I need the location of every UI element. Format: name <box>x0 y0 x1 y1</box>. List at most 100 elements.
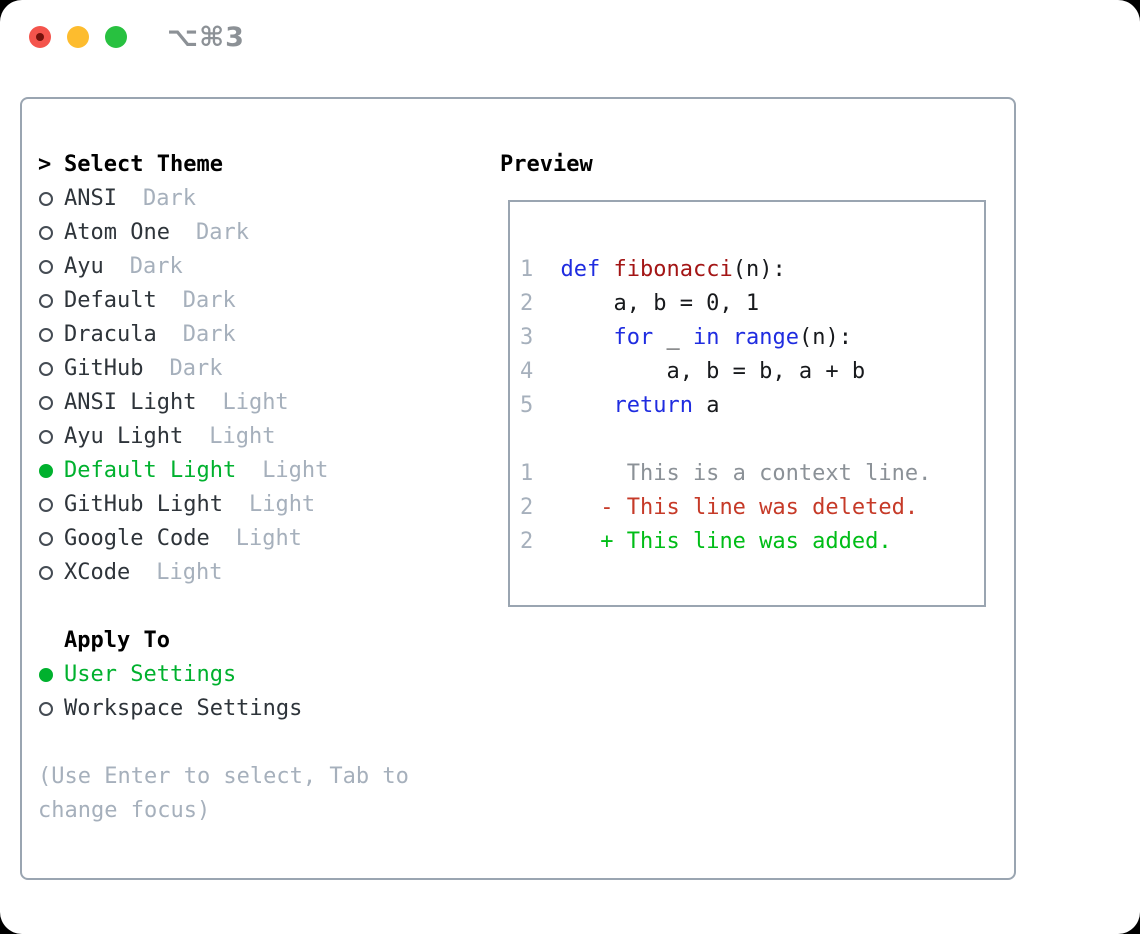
radio-icon <box>38 454 64 488</box>
code-token: return <box>613 393 693 418</box>
theme-option-default-light[interactable]: Default Light Light <box>38 454 409 488</box>
radio-icon <box>38 658 64 692</box>
theme-option-label: Dracula <box>64 322 157 347</box>
preview-box: 1 def fibonacci(n): 2 a, b = 0, 1 3 for … <box>508 200 986 607</box>
code-line: 4 a, b = b, a + b <box>520 355 984 389</box>
code-line: 3 for _ in range(n): <box>520 321 984 355</box>
theme-option-ansi-light[interactable]: ANSI Light Light <box>38 386 409 420</box>
preview-heading: Preview <box>500 152 593 177</box>
code-token <box>534 325 613 350</box>
line-number: 1 <box>520 257 534 282</box>
code-token: a, b = b, a + b <box>534 359 866 384</box>
code-text: def fibonacci(n): <box>534 253 786 287</box>
radio-icon <box>38 488 64 522</box>
blank-line <box>520 423 984 457</box>
theme-option-label: Google Code <box>64 526 210 551</box>
spacer <box>38 726 409 760</box>
diff-text: + This line was added. <box>534 525 892 559</box>
code-token <box>534 257 561 282</box>
code-token <box>534 529 600 554</box>
radio-icon <box>38 556 64 590</box>
theme-variant-label: Dark <box>129 254 183 279</box>
spacer <box>38 590 409 624</box>
code-token: (n): <box>798 325 852 350</box>
code-line: 5 return a <box>520 389 984 423</box>
theme-variant-label: Light <box>235 526 302 551</box>
theme-option-default-dark[interactable]: Default Dark <box>38 284 409 318</box>
minimize-button[interactable] <box>67 26 89 48</box>
radio-icon <box>38 522 64 556</box>
theme-option-dracula-dark[interactable]: Dracula Dark <box>38 318 409 352</box>
theme-variant-label: Light <box>209 424 276 449</box>
window-title: ⌥⌘3 <box>167 22 245 53</box>
code-token: a <box>692 393 720 418</box>
code-token <box>534 495 600 520</box>
code-line: 1 def fibonacci(n): <box>520 253 984 287</box>
theme-variant-label: Light <box>262 458 329 483</box>
theme-option-label: Ayu Light <box>64 424 184 449</box>
preview-column: Preview 1 def fibonacci(n): 2 a, b = 0, … <box>500 148 986 607</box>
radio-icon <box>38 692 64 726</box>
code-token: for <box>613 325 654 350</box>
theme-option-ansi-dark[interactable]: ANSI Dark <box>38 182 409 216</box>
apply-option-user-settings[interactable]: User Settings <box>38 658 409 692</box>
theme-variant-label: Dark <box>182 322 236 347</box>
code-token: + This line was added. <box>600 529 892 554</box>
theme-option-atom-one-dark[interactable]: Atom One Dark <box>38 216 409 250</box>
theme-option-github-dark[interactable]: GitHub Dark <box>38 352 409 386</box>
code-text: for _ in range(n): <box>534 321 852 355</box>
theme-variant-label: Dark <box>182 288 236 313</box>
code-token: _ <box>653 325 693 350</box>
code-text: a, b = b, a + b <box>534 355 865 389</box>
theme-option-label: XCode <box>64 560 131 585</box>
radio-icon <box>38 352 64 386</box>
selector-column: > Select Theme ANSI Dark Atom One Dark A… <box>38 148 409 828</box>
diff-context-line: 1 This is a context line. <box>520 457 984 491</box>
radio-icon <box>38 284 64 318</box>
theme-option-label: GitHub Light <box>64 492 223 517</box>
line-number: 4 <box>520 359 534 384</box>
radio-icon <box>38 318 64 352</box>
theme-option-xcode[interactable]: XCode Light <box>38 556 409 590</box>
code-line: 2 a, b = 0, 1 <box>520 287 984 321</box>
theme-variant-label: Dark <box>169 356 223 381</box>
diff-added-line: 2 + This line was added. <box>520 525 984 559</box>
titlebar: ⌥⌘3 <box>0 0 1140 97</box>
line-number: 2 <box>520 495 534 520</box>
code-text: a, b = 0, 1 <box>534 287 759 321</box>
theme-option-google-code[interactable]: Google Code Light <box>38 522 409 556</box>
radio-icon <box>38 216 64 250</box>
line-number: 1 <box>520 461 534 486</box>
apply-option-workspace-settings[interactable]: Workspace Settings <box>38 692 409 726</box>
diff-deleted-line: 2 - This line was deleted. <box>520 491 984 525</box>
close-button[interactable] <box>29 26 51 48</box>
theme-option-github-light[interactable]: GitHub Light Light <box>38 488 409 522</box>
code-token <box>534 393 613 418</box>
apply-to-heading: Apply To <box>38 624 409 658</box>
code-token: - This line was deleted. <box>600 495 919 520</box>
code-token: in <box>692 325 720 350</box>
theme-option-label: Default Light <box>64 458 237 483</box>
theme-option-ayu-light[interactable]: Ayu Light Light <box>38 420 409 454</box>
radio-icon <box>38 386 64 420</box>
diff-text: - This line was deleted. <box>534 491 918 525</box>
code-token: a, b = 0, 1 <box>534 291 760 316</box>
line-number: 2 <box>520 291 534 316</box>
help-text-line1: (Use Enter to select, Tab to <box>38 764 409 789</box>
theme-variant-label: Dark <box>195 220 249 245</box>
unsaved-indicator-icon <box>36 33 44 41</box>
diff-text: This is a context line. <box>534 457 932 491</box>
code-token: def <box>560 257 614 282</box>
select-theme-heading: > Select Theme <box>38 148 409 182</box>
theme-variant-label: Dark <box>142 186 196 211</box>
theme-option-ayu-dark[interactable]: Ayu Dark <box>38 250 409 284</box>
theme-option-label: ANSI Light <box>64 390 197 415</box>
theme-selector-panel: > Select Theme ANSI Dark Atom One Dark A… <box>20 97 1016 880</box>
line-number: 2 <box>520 529 534 554</box>
code-token: fibonacci <box>613 257 733 282</box>
zoom-button[interactable] <box>105 26 127 48</box>
theme-variant-label: Light <box>156 560 223 585</box>
apply-to-heading-label: Apply To <box>64 628 170 653</box>
code-token: (n): <box>732 257 786 282</box>
theme-option-label: Ayu <box>64 254 104 279</box>
